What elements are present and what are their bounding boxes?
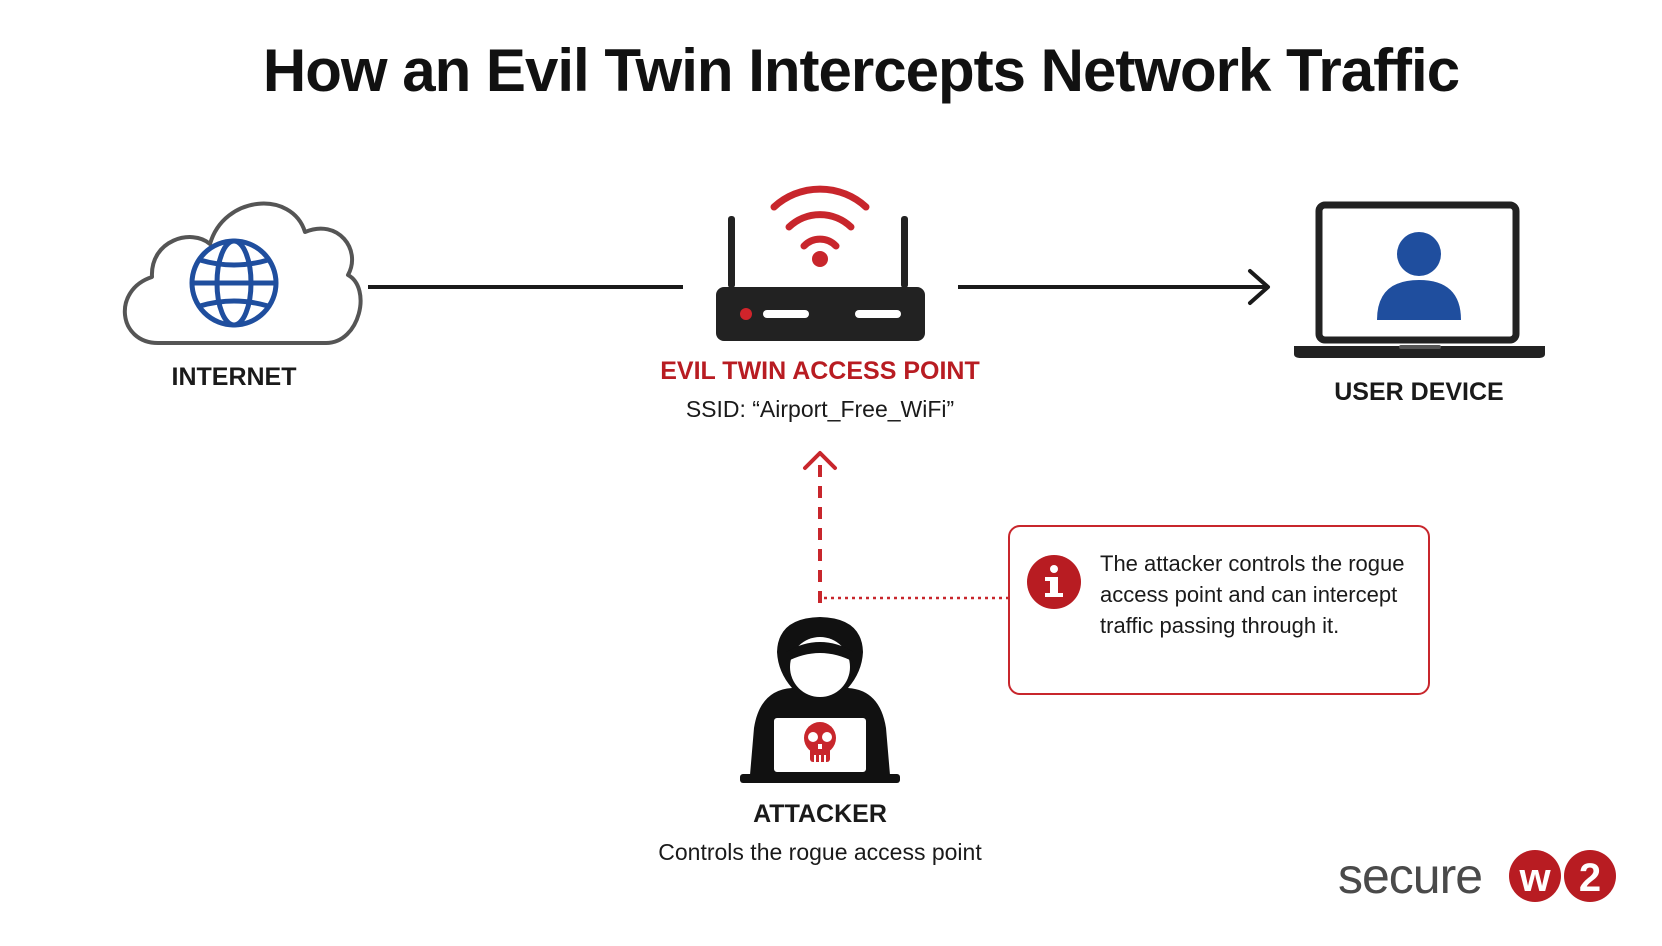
user-device-label: USER DEVICE xyxy=(1334,378,1504,406)
evil-twin-ssid: SSID: “Airport_Free_WiFi” xyxy=(685,396,955,422)
logo-badge: w 2 xyxy=(1509,850,1616,902)
router-icon xyxy=(716,216,925,341)
user-icon xyxy=(1377,232,1461,320)
page-title: How an Evil Twin Intercepts Network Traf… xyxy=(262,37,1460,104)
control-arrow xyxy=(803,451,837,603)
info-box-text: The attacker controls the rogue access p… xyxy=(1100,551,1405,638)
info-box xyxy=(1008,525,1430,695)
globe-icon xyxy=(189,238,279,328)
info-icon xyxy=(1027,555,1081,609)
wifi-icon xyxy=(770,185,870,267)
evil-twin-label: EVIL TWIN ACCESS POINT xyxy=(660,357,980,385)
attacker-caption: Controls the rogue access point xyxy=(658,839,982,865)
internet-label: INTERNET xyxy=(171,363,297,391)
connection-router-device xyxy=(958,269,1270,305)
cloud-icon xyxy=(123,201,363,345)
svg-text:w: w xyxy=(1518,856,1551,900)
logo-text: secure xyxy=(1338,848,1483,904)
attacker-label: ATTACKER xyxy=(753,800,887,828)
skull-icon xyxy=(804,722,836,762)
svg-text:2: 2 xyxy=(1579,856,1601,900)
